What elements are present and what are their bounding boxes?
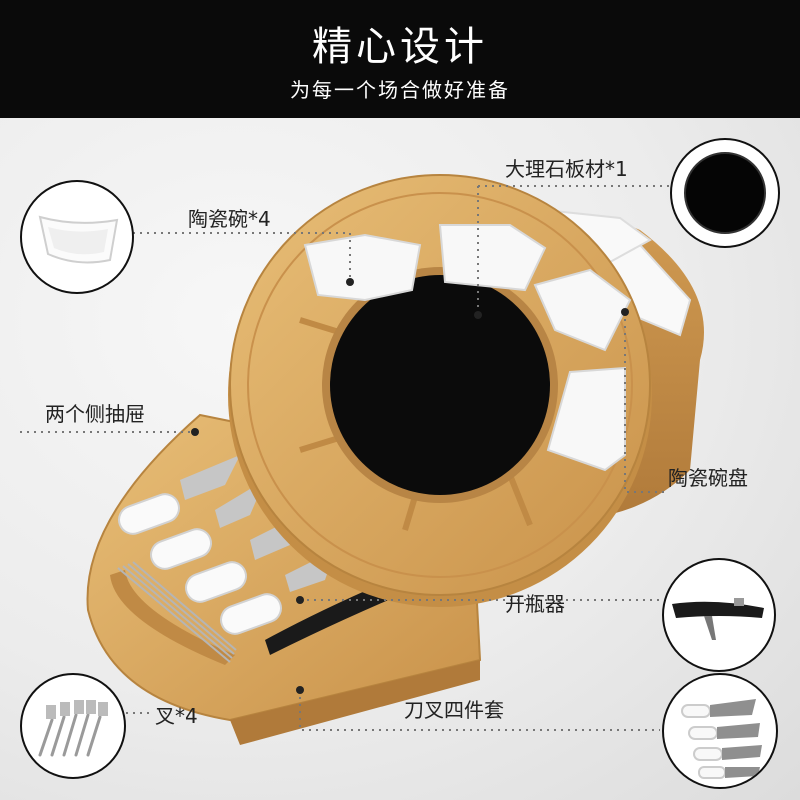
knife-set-icon bbox=[681, 699, 762, 779]
ceramic-bowl-icon bbox=[38, 215, 119, 264]
marble-board-icon bbox=[684, 152, 766, 234]
page-title: 精心设计 bbox=[312, 24, 488, 70]
ceramic-bowls bbox=[303, 224, 632, 472]
corkscrew-icon bbox=[672, 598, 764, 640]
label-knife-set: 刀叉四件套 bbox=[404, 698, 504, 722]
header-banner: 精心设计 为每一个场合做好准备 bbox=[0, 0, 800, 118]
label-bowl-tray: 陶瓷碗盘 bbox=[668, 466, 748, 490]
knife-set-thumb bbox=[662, 673, 778, 789]
label-marble-board: 大理石板材*1 bbox=[505, 157, 628, 181]
marble-board-thumb bbox=[670, 138, 780, 248]
page-subtitle: 为每一个场合做好准备 bbox=[290, 78, 510, 102]
forks-icon bbox=[38, 700, 108, 757]
slate-center bbox=[330, 275, 550, 495]
forks-thumb bbox=[20, 673, 126, 779]
label-side-drawers: 两个侧抽屉 bbox=[45, 402, 145, 426]
corkscrew-thumb bbox=[662, 558, 776, 672]
label-opener: 开瓶器 bbox=[505, 592, 565, 616]
label-ceramic-bowl: 陶瓷碗*4 bbox=[188, 207, 271, 231]
ceramic-bowl-thumb bbox=[20, 180, 134, 294]
label-forks: 叉*4 bbox=[155, 704, 198, 728]
